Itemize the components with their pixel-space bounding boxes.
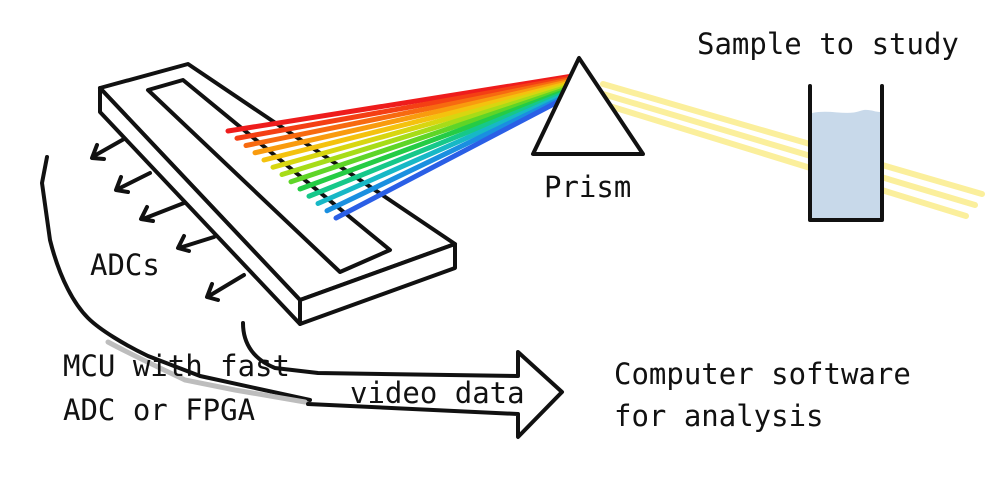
adc-arrow-icon xyxy=(139,201,186,223)
mcu-label-line1: MCU with fast xyxy=(63,349,290,383)
prism-icon xyxy=(531,56,645,156)
adc-arrow-icon xyxy=(205,273,246,302)
spectrum-ray xyxy=(252,78,575,156)
spectrum-ray xyxy=(324,91,572,214)
sensor-window xyxy=(146,78,392,274)
sample-liquid xyxy=(812,109,880,218)
spectrum-rays xyxy=(225,73,576,221)
light-beam-ray xyxy=(600,101,969,219)
computer-label-line2: for analysis xyxy=(614,399,824,433)
light-beam xyxy=(600,81,985,219)
spectrum-ray xyxy=(315,90,573,206)
spectrum-ray xyxy=(306,88,573,199)
spectrum-ray xyxy=(297,86,573,192)
adc-arrow-icon xyxy=(90,137,126,161)
sensor-side-face xyxy=(298,242,457,326)
adc-arrows xyxy=(90,137,246,302)
spectrum-ray xyxy=(234,75,576,141)
sample-label: Sample to study xyxy=(697,27,959,61)
light-beam-ray xyxy=(600,91,978,208)
computer-label-line1: Computer software xyxy=(614,357,911,391)
spectrum-ray xyxy=(225,73,576,134)
light-beam-ray xyxy=(600,81,985,197)
adcs-label: ADCs xyxy=(90,248,160,282)
spectrum-ray xyxy=(243,76,575,148)
video-data-arrow-icon xyxy=(241,321,564,439)
spectrum-ray xyxy=(288,85,574,185)
mcu-outline-gray xyxy=(105,339,308,405)
mcu-outline xyxy=(40,155,312,402)
video-data-label: video data xyxy=(350,376,525,410)
spectrum-ray xyxy=(333,93,572,221)
mcu-label-line2: ADC or FPGA xyxy=(63,393,255,427)
adc-arrow-icon xyxy=(176,234,216,253)
linear-sensor xyxy=(98,62,457,326)
spectrum-ray xyxy=(279,83,574,177)
spectrum-ray xyxy=(270,81,574,170)
cuvette-outline xyxy=(808,84,884,222)
spectrum-ray xyxy=(261,80,575,163)
sample-cuvette xyxy=(808,84,884,222)
adc-arrow-icon xyxy=(114,171,152,194)
prism-label: Prism xyxy=(544,170,631,204)
